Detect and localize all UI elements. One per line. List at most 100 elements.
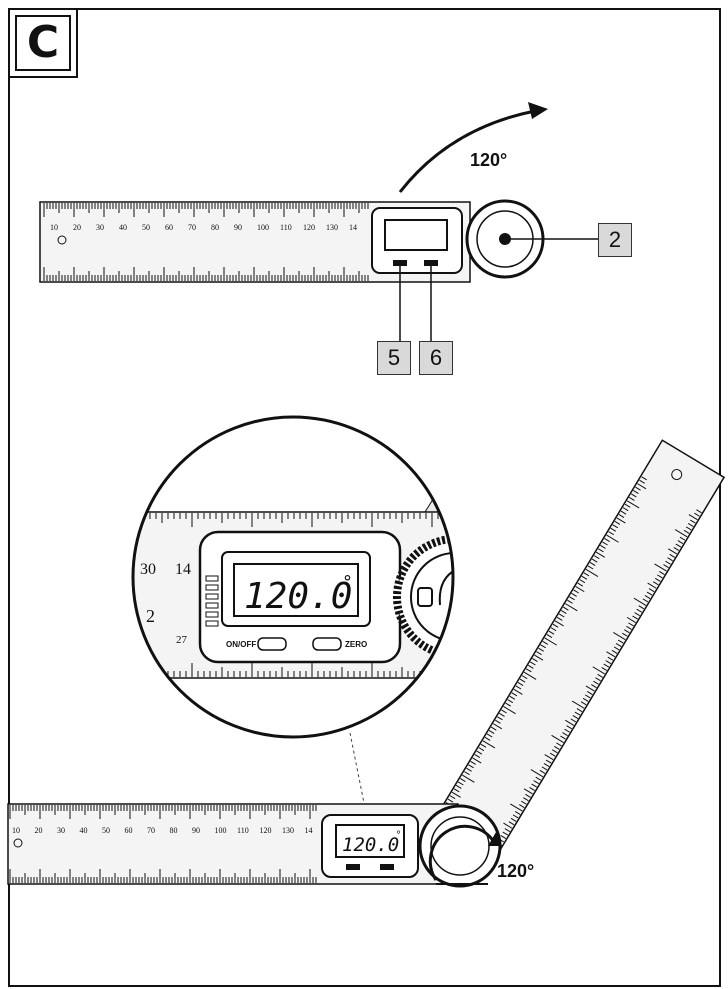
arm-ruler-tick [482, 740, 496, 749]
arm-ruler-tick [551, 734, 564, 743]
arm-ruler-tick [554, 745, 560, 750]
arm-ruler-tick [552, 623, 559, 628]
top-button-5 [393, 260, 407, 266]
arm-ruler-tick [575, 586, 585, 593]
bottom-scale-number: 14 [305, 826, 313, 835]
arm-ruler-tick [668, 548, 678, 555]
bottom-angle-label: 120° [497, 861, 535, 881]
arm-ruler-tick [581, 575, 588, 580]
arm-ruler-tick [687, 523, 694, 527]
zoom-lcd-degree: ° [343, 572, 352, 593]
arm-ruler-tick [626, 616, 636, 623]
arm-ruler-tick [688, 514, 698, 521]
arm-ruler-tick [603, 663, 610, 668]
arm-ruler-tick [515, 685, 522, 690]
arm-ruler-tick [514, 811, 521, 815]
section-badge: C [8, 8, 78, 78]
bottom-angle-arrowhead [488, 832, 502, 846]
arm-ruler-tick [500, 835, 507, 839]
zoom-hinge-dial [393, 535, 453, 659]
arm-ruler-tick [521, 675, 528, 680]
arm-ruler-tick [641, 476, 647, 481]
top-scale-number: 130 [326, 223, 338, 232]
top-scale-number: 90 [234, 223, 242, 232]
bottom-scale-number: 60 [125, 826, 133, 835]
arm-ruler-tick [478, 747, 485, 752]
arm-ruler-tick [685, 526, 692, 531]
arm-ruler-tick [585, 685, 595, 692]
arm-ruler-tick [530, 661, 536, 666]
zoom-lcd-screen [233, 563, 359, 617]
arm-ruler-tick [592, 666, 605, 675]
bottom-scale-number: 80 [170, 826, 178, 835]
top-ruler-hole [57, 235, 67, 245]
arm-ruler-tick [521, 800, 527, 805]
arm-ruler-tick [595, 551, 606, 558]
arm-ruler-tick [556, 742, 562, 747]
arm-ruler-tick [533, 780, 540, 785]
arm-ruler-tick [484, 736, 491, 741]
zoom-scale-30: 30 [140, 561, 156, 578]
bottom-scale-number: 70 [147, 826, 155, 835]
arm-ruler-tick [584, 694, 591, 699]
bottom-scale-number: 50 [102, 826, 110, 835]
arm-ruler-tick [546, 634, 553, 638]
zoom-side-mark [205, 620, 219, 627]
callout-5: 5 [377, 341, 411, 375]
arm-ruler-tick [566, 725, 573, 730]
zoom-scale-2: 2 [146, 606, 155, 626]
top-button-6 [424, 260, 438, 266]
zoom-button-right-label: ZERO [345, 640, 367, 649]
arm-ruler-tick [583, 572, 590, 577]
arm-ruler-tick [525, 793, 531, 798]
arm-ruler-tick [571, 592, 577, 597]
bottom-scale-number: 30 [57, 826, 65, 835]
arm-ruler-tick [523, 788, 533, 795]
top-ruler-ticks-lower [43, 267, 369, 281]
zoom-lcd-value: 120.0 [244, 576, 352, 617]
arm-ruler-tick [675, 543, 682, 548]
arm-ruler-tick [539, 769, 546, 774]
arm-ruler-tick [616, 517, 626, 524]
arm-ruler-tick [531, 783, 538, 788]
arm-ruler-tick [669, 553, 676, 558]
bottom-scale-number: 20 [35, 826, 43, 835]
arm-ruler-tick [634, 612, 641, 617]
arm-ruler-tick [633, 490, 639, 494]
arm-ruler-tick [470, 760, 476, 765]
arm-ruler-tick [615, 643, 622, 647]
arm-ruler-tick [624, 629, 630, 634]
arm-ruler-tick [577, 582, 584, 587]
zoom-side-mark [205, 575, 219, 582]
top-scale-number: 20 [73, 223, 81, 232]
top-hinge-pivot [499, 233, 511, 245]
arm-ruler-tick [549, 752, 556, 757]
arm-ruler-tick [502, 831, 509, 836]
top-scale-number: 50 [142, 223, 150, 232]
arm-ruler-tick [610, 527, 617, 532]
arm-ruler-tick [503, 822, 513, 829]
arm-ruler-tick [538, 647, 544, 652]
arm-ruler-tick [503, 706, 516, 715]
arm-ruler-tick [593, 555, 600, 560]
arm-ruler-tick [501, 709, 507, 714]
arm-ruler-tick [673, 547, 680, 551]
arm-ruler-tick [569, 596, 575, 601]
arm-ruler-tick [511, 692, 518, 697]
top-ruler-ticks-upper [43, 203, 369, 217]
bottom-lcd-degree: ° [396, 830, 401, 841]
arm-ruler-tick [543, 763, 550, 767]
arm-ruler-tick [510, 803, 523, 812]
arm-ruler-tick [472, 757, 482, 764]
bottom-scale-number: 130 [282, 826, 294, 835]
arm-ruler-tick [455, 784, 462, 789]
arm-ruler-tick [624, 503, 631, 508]
callout-2: 2 [598, 223, 632, 257]
arm-ruler-tick [567, 599, 573, 604]
arm-ruler-tick [638, 605, 645, 610]
arm-ruler-tick [507, 699, 514, 704]
arm-ruler-tick [510, 817, 517, 822]
